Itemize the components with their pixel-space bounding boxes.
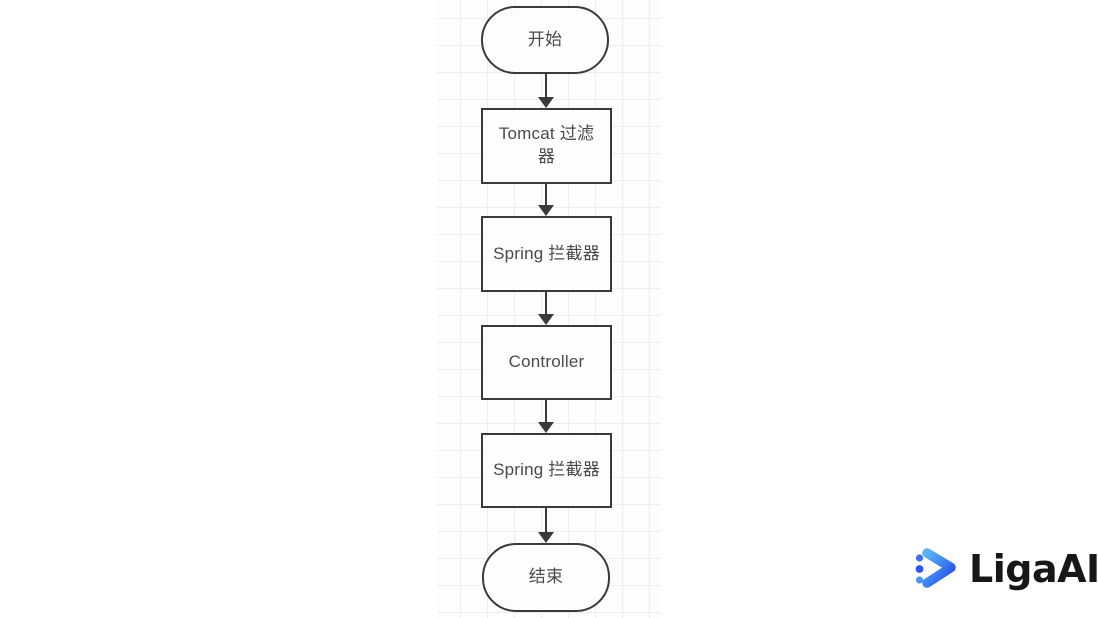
ligaai-watermark: LigaAI [913,548,1098,590]
arrow-down-icon [538,205,554,216]
flow-connector-spring2-to-end [545,508,547,532]
flow-node-controller-label: Controller [508,352,585,372]
flow-connector-controller-to-spring2 [545,400,547,422]
ligaai-chevron-logo-icon [915,548,956,588]
ligaai-wordmark: LigaAI [969,547,1098,591]
flow-node-tomcat-filter-label: Tomcat 过滤器 [498,124,595,166]
arrow-down-icon [538,422,554,433]
arrow-down-icon [538,97,554,108]
flow-connector-tomcat-to-spring1 [545,184,547,205]
flow-node-end[interactable]: 结束 [482,543,610,612]
arrow-down-icon [538,532,554,543]
flow-node-spring-interceptor-2[interactable]: Spring 拦截器 [481,433,612,508]
flow-node-controller[interactable]: Controller [481,325,612,400]
flow-node-start[interactable]: 开始 [481,6,609,74]
flow-node-spring-interceptor-1[interactable]: Spring 拦截器 [481,216,612,292]
flow-node-spring-interceptor-1-label: Spring 拦截器 [493,243,600,263]
flow-node-spring-interceptor-2-label: Spring 拦截器 [493,460,600,480]
flow-node-start-label: 开始 [527,29,563,49]
flow-node-end-label: 结束 [528,567,564,587]
arrow-down-icon [538,314,554,325]
flow-connector-spring1-to-controller [545,292,547,314]
flow-node-tomcat-filter[interactable]: Tomcat 过滤器 [481,108,612,184]
flow-connector-start-to-tomcat [545,74,547,97]
